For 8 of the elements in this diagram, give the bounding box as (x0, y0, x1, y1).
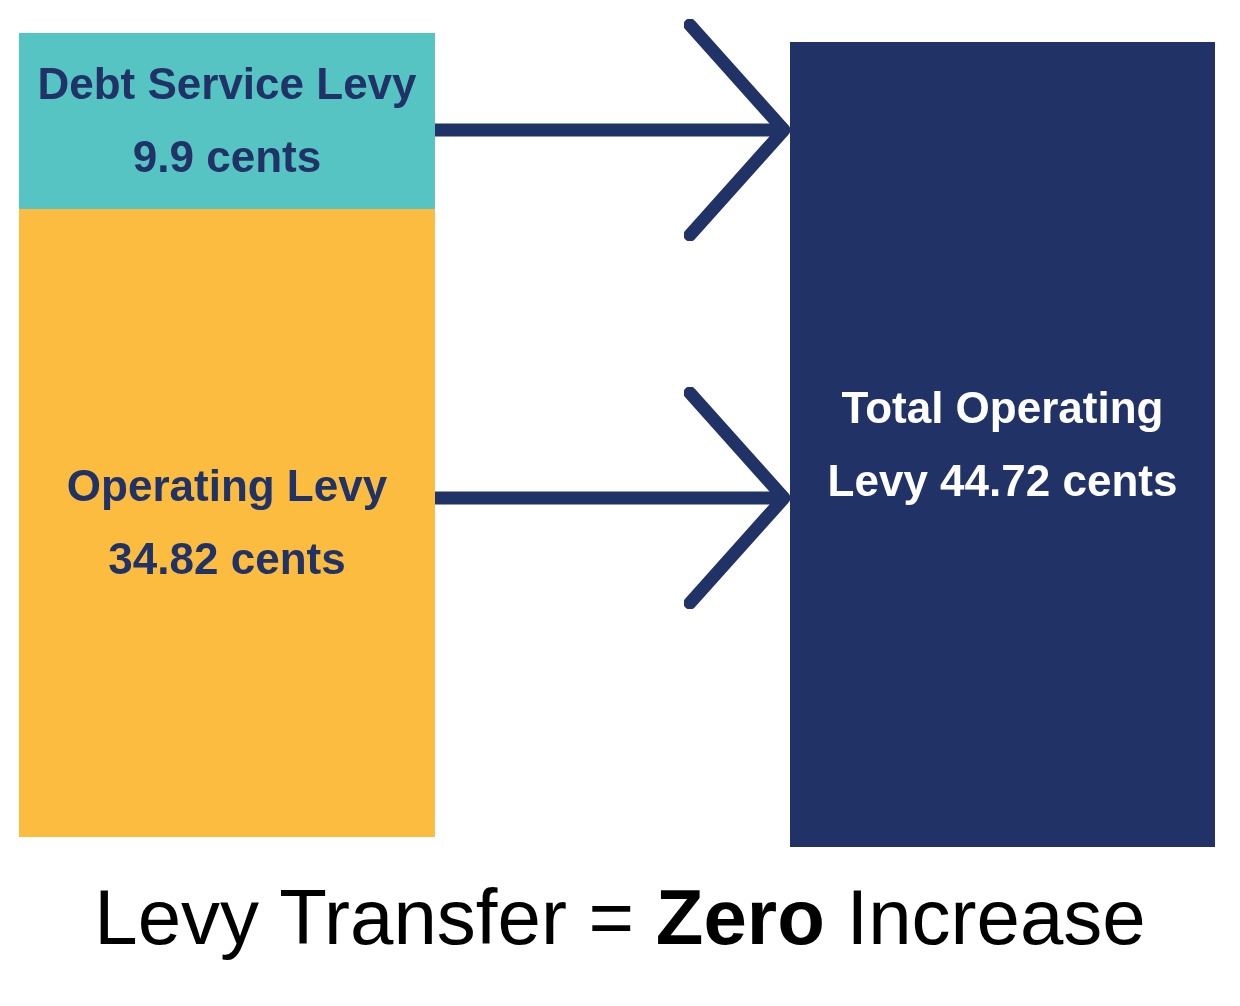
debt-service-box (19, 33, 435, 209)
box-label: Operating Levy 34.82 cents (65, 460, 389, 585)
arrow (435, 386, 791, 610)
box-label: Debt Service Levy 9.9 cents (36, 58, 418, 183)
total-levy-box (790, 42, 1215, 847)
operating-levy-box (19, 209, 435, 837)
box-label: Total Operating Levy 44.72 cents (826, 381, 1179, 507)
arrow (435, 18, 791, 242)
